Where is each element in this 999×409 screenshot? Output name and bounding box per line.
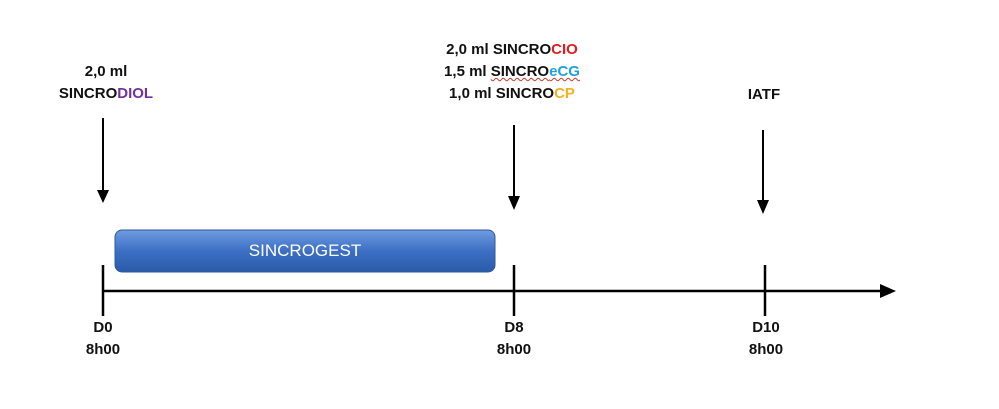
arrow-down-icon: [508, 125, 520, 210]
dose-amount: 2,0 ml: [84, 63, 128, 80]
sincrogest-bar: [114, 229, 496, 273]
sincrogest-label: SINCROGEST: [248, 241, 362, 260]
day: D8: [504, 319, 524, 336]
arrow-down-icon: [97, 118, 109, 203]
time: 8h00: [85, 341, 121, 358]
dose-amount: 2,0 ml: [446, 41, 489, 58]
day-label-d8: D8 8h00: [497, 317, 531, 361]
day-label-d0: D0 8h00: [86, 317, 120, 361]
time: 8h00: [496, 341, 532, 358]
product-suffix: DIOL: [117, 85, 154, 102]
day-label-d10: D10 8h00: [749, 317, 783, 361]
dose-amount: 1,0 ml: [449, 85, 492, 102]
d10-event-label: IATF: [747, 86, 781, 103]
day: D10: [752, 319, 780, 336]
d0-dose-label: 2,0 ml SINCRODIOL: [59, 61, 153, 105]
product-prefix: SINCRO: [495, 85, 555, 102]
time: 8h00: [748, 341, 784, 358]
axis-arrowhead-icon: [880, 284, 896, 298]
day: D0: [93, 319, 113, 336]
product-prefix: SINCRO: [58, 85, 118, 102]
d8-doses-label: 2,0 ml SINCROCIO 1,5 ml SINCROeCG 1,0 ml…: [444, 39, 580, 105]
product-prefix: SINCRO: [492, 41, 552, 58]
product-suffix: CP: [554, 85, 575, 102]
product-prefix: SINCRO: [490, 63, 550, 80]
product-suffix: eCG: [549, 63, 580, 80]
arrow-down-icon: [757, 130, 769, 214]
dose-amount: 1,5 ml: [444, 63, 487, 80]
product-suffix: CIO: [551, 41, 578, 58]
